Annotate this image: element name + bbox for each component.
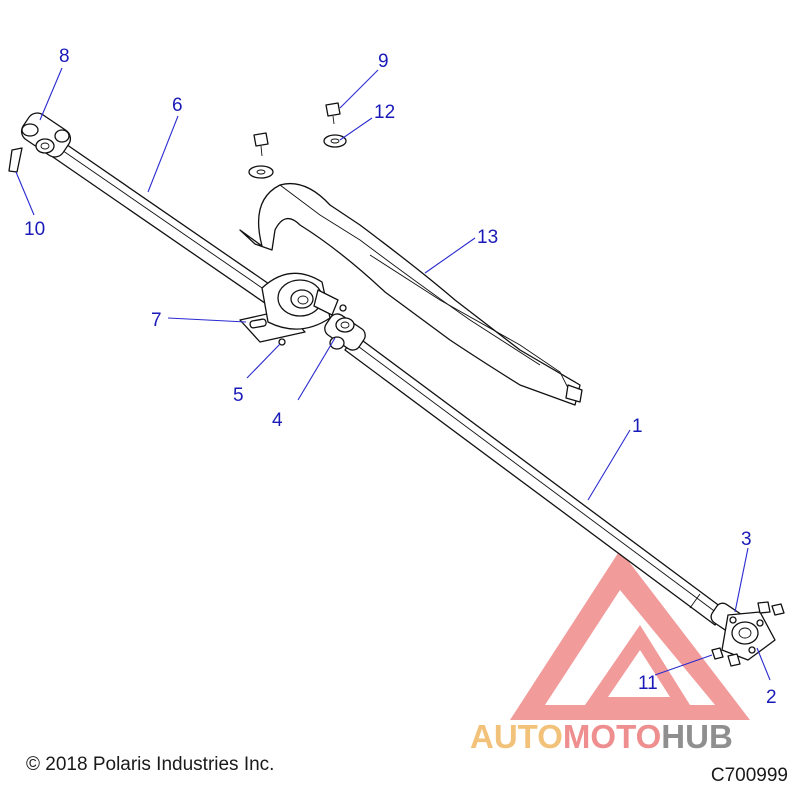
rear-u-joint bbox=[20, 112, 72, 158]
callout-11: 11 bbox=[638, 673, 658, 694]
center-u-joint bbox=[324, 313, 366, 351]
grease-fitting bbox=[278, 304, 347, 346]
callout-8: 8 bbox=[59, 46, 70, 67]
callout-7: 7 bbox=[151, 310, 162, 331]
drawing-number: C700999 bbox=[710, 765, 788, 786]
roll-pin bbox=[8, 147, 23, 173]
callout-6: 6 bbox=[172, 95, 183, 116]
callout-9: 9 bbox=[378, 51, 389, 72]
rear-propshaft bbox=[49, 139, 286, 311]
callout-2: 2 bbox=[766, 687, 777, 708]
callout-10: 10 bbox=[24, 219, 45, 240]
callout-numbers: 1 2 3 4 5 6 7 8 9 10 11 12 13 bbox=[24, 46, 777, 708]
callout-12: 12 bbox=[374, 102, 395, 123]
driveshaft-guard bbox=[239, 182, 583, 406]
guard-bolts bbox=[253, 102, 341, 157]
callout-5: 5 bbox=[233, 385, 244, 406]
watermark-part-hub: HUB bbox=[661, 718, 733, 755]
callout-13: 13 bbox=[477, 227, 498, 248]
callout-4: 4 bbox=[272, 410, 283, 431]
watermark-part-moto: MOTO bbox=[563, 718, 661, 755]
guard-washers bbox=[248, 134, 347, 179]
front-coupler bbox=[710, 602, 776, 661]
watermark-logo-icon bbox=[510, 550, 750, 720]
callout-3: 3 bbox=[741, 529, 752, 550]
watermark-wordmark: AUTOMOTOHUB bbox=[470, 718, 733, 755]
leader-lines bbox=[15, 67, 771, 681]
callout-1: 1 bbox=[632, 416, 643, 437]
coupler-bolts bbox=[711, 601, 785, 667]
copyright-notice: © 2018 Polaris Industries Inc. bbox=[26, 754, 275, 775]
watermark-part-auto: AUTO bbox=[470, 718, 563, 755]
